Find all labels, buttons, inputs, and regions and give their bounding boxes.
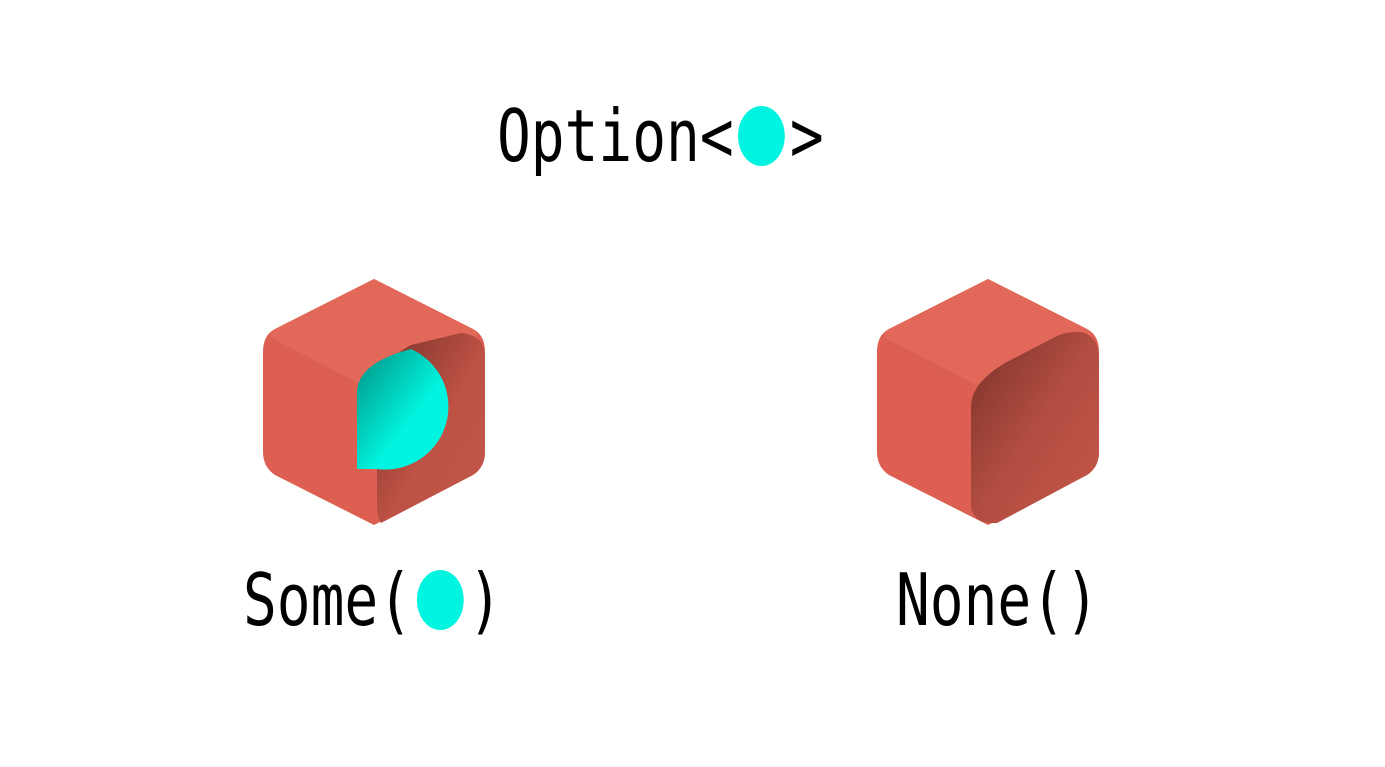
cyan-circle-icon xyxy=(738,106,786,166)
empty-box-icon xyxy=(877,279,1099,525)
none-variant-name: None xyxy=(896,558,1032,642)
option-type-label: Option< > xyxy=(497,100,824,172)
some-variant-label: Some ( ) xyxy=(243,564,502,636)
cyan-circle-icon xyxy=(416,570,464,630)
box-with-ball-icon xyxy=(263,279,485,525)
none-open-paren: ( xyxy=(1031,558,1066,642)
some-close-paren: ) xyxy=(468,558,503,642)
none-variant-label: None ( ) xyxy=(896,564,1099,636)
option-type-name: Option< xyxy=(497,94,734,178)
option-type-close: > xyxy=(789,94,824,178)
some-variant-name: Some xyxy=(243,558,379,642)
some-open-paren: ( xyxy=(378,558,413,642)
none-close-paren: ) xyxy=(1065,558,1099,642)
